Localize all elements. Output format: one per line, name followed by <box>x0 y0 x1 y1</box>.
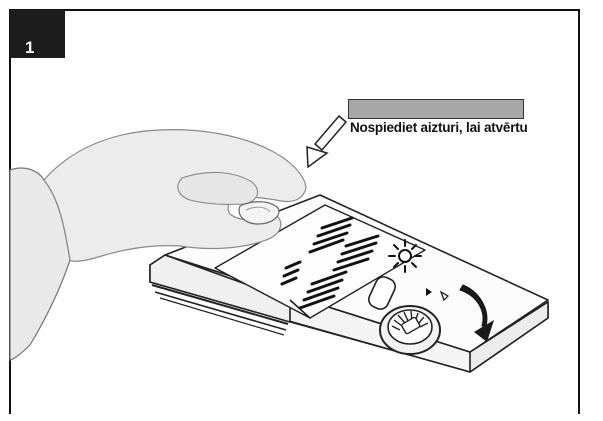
sun-symbol-icon <box>389 240 421 272</box>
callout-instruction: Nospiediet aizturi, lai atvērtu <box>350 120 528 135</box>
arrow-pointer-icon <box>307 116 346 167</box>
callout-label-bar <box>348 99 524 119</box>
